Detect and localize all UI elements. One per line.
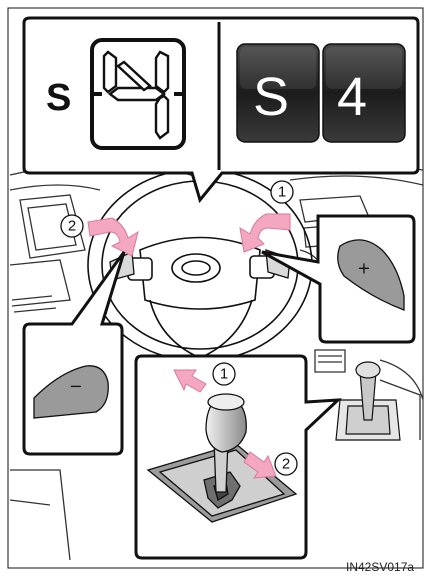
shift-callout-number-2: 2 (282, 456, 290, 473)
mode-letter: S (46, 77, 71, 119)
console-shifter-small (336, 362, 400, 440)
plus-symbol: + (357, 259, 370, 278)
indicator-digit: 4 (337, 67, 367, 127)
callout-number-2: 2 (68, 218, 76, 235)
indicator-letter: S (253, 67, 289, 127)
right-paddle-arrow (240, 214, 290, 252)
callout-number-1: 1 (278, 184, 286, 201)
left-paddle-arrow (88, 218, 138, 256)
minus-symbol: − (69, 377, 82, 396)
downshift-paddle-inset (24, 252, 124, 454)
shift-callout-number-1: 1 (220, 366, 228, 383)
figure-code: IN42SV017a (346, 560, 414, 574)
